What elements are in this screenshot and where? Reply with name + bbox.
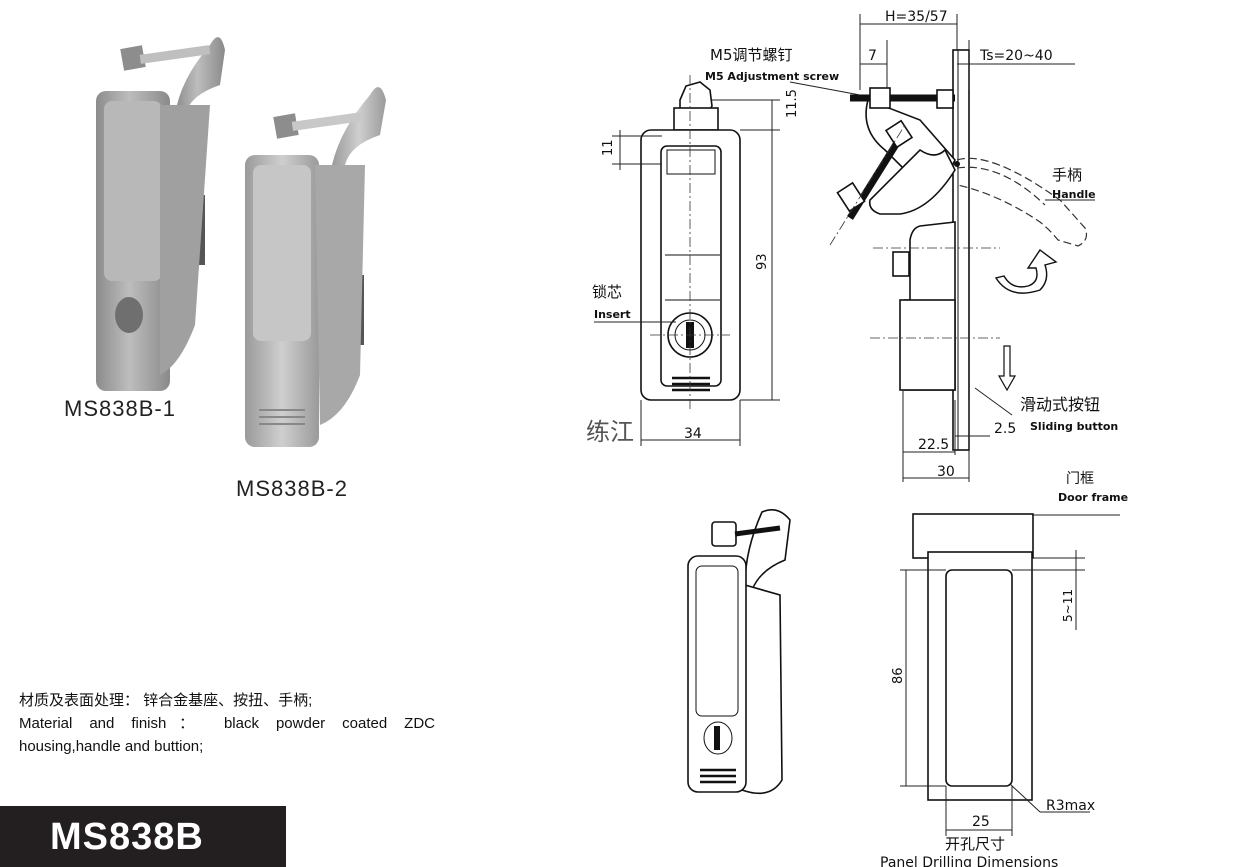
dim-30: 30 <box>937 464 955 480</box>
panel-zh-label: 开孔尺寸 <box>945 835 1005 853</box>
handle-en-label: Handle <box>1052 188 1096 201</box>
dim-ts: Ts=20~40 <box>979 48 1053 64</box>
dim-5-11: 5~11 <box>1061 589 1075 622</box>
latch-photo-1 <box>96 37 225 391</box>
dim-86: 86 <box>891 667 906 684</box>
dim-93: 93 <box>755 253 770 270</box>
watermark: 练江 <box>586 418 634 446</box>
dim-r3max: R3max <box>1046 798 1095 814</box>
material-en-line1: Material and finish： black powder coated… <box>19 715 435 732</box>
variant-2-label: MS838B-2 <box>236 476 348 501</box>
model-badge-text: MS838B <box>50 816 204 858</box>
dim-22-5: 22.5 <box>918 437 949 453</box>
dim-34: 34 <box>684 426 702 442</box>
screw-en-label: M5 Adjustment screw <box>705 70 839 83</box>
material-zh: 材质及表面处理： 锌合金基座、按扭、手柄; <box>19 692 313 709</box>
handle-zh-label: 手柄 <box>1052 166 1082 184</box>
dim-2-5: 2.5 <box>994 421 1016 437</box>
material-en-line2: housing,handle and buttion; <box>19 738 204 755</box>
frame-zh-label: 门框 <box>1066 471 1094 487</box>
panel-cutout: 门框 Door frame 5~11 86 25 R3max 开孔尺寸 Pane… <box>880 471 1128 867</box>
variant-1-label: MS838B-1 <box>64 396 176 421</box>
slide-en-label: Sliding button <box>1030 420 1118 433</box>
product-photos <box>96 37 386 447</box>
slide-zh-label: 滑动式按钮 <box>1020 395 1100 414</box>
insert-zh-label: 锁芯 <box>592 283 622 301</box>
dim-25: 25 <box>972 814 990 830</box>
dim-11-5: 11.5 <box>785 89 800 118</box>
side-view: H=35/57 7 Ts=20~40 M5调节螺钉 M5 Adjustment … <box>705 9 1118 482</box>
latch-photo-2 <box>245 87 386 447</box>
panel-en-label: Panel Drilling Dimensions <box>880 855 1058 867</box>
material-description: 材质及表面处理： 锌合金基座、按扭、手柄; Material and finis… <box>19 689 435 758</box>
front-view: 11.5 93 11 34 锁芯 Insert 练江 <box>586 75 800 446</box>
dim-h: H=35/57 <box>885 9 948 25</box>
model-badge: MS838B <box>0 806 286 867</box>
screw-zh-label: M5调节螺钉 <box>710 46 793 64</box>
dim-11: 11 <box>601 139 616 156</box>
insert-en-label: Insert <box>594 308 631 321</box>
frame-en-label: Door frame <box>1058 491 1128 504</box>
dim-7: 7 <box>868 48 877 64</box>
isometric-view <box>687 509 791 795</box>
